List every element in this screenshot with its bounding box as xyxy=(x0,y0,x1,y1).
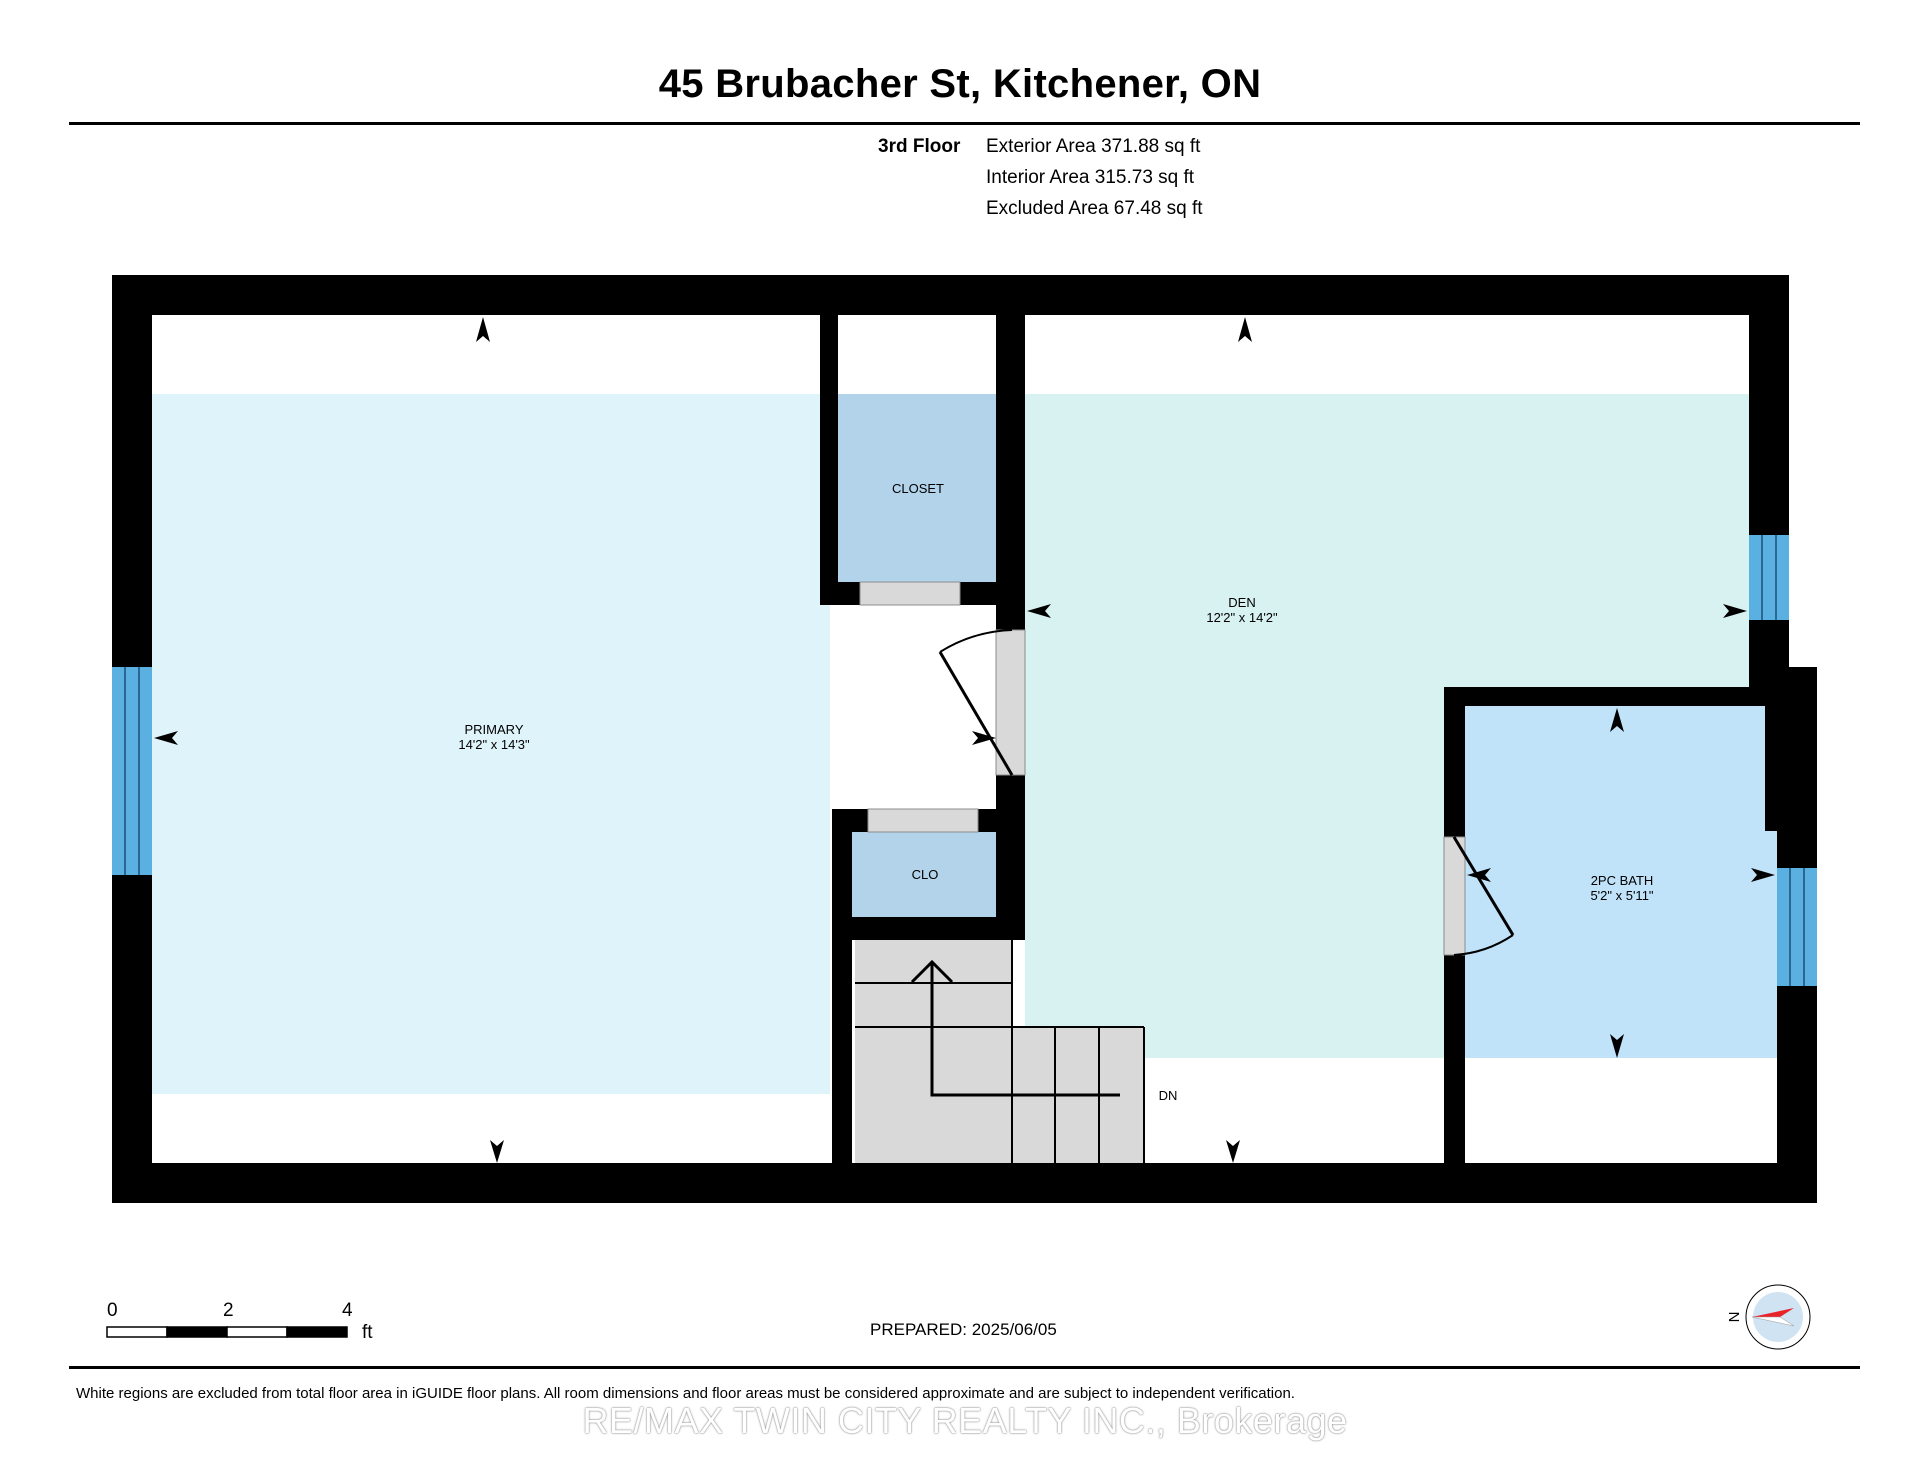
closet-door xyxy=(859,581,961,606)
brokerage-watermark: RE/MAX TWIN CITY REALTY INC., Brokerage xyxy=(580,1400,1350,1442)
bath-dims: 5'2" x 5'11" xyxy=(1590,888,1653,903)
clo-name: CLO xyxy=(912,867,939,882)
door-primary-den xyxy=(938,629,1026,776)
footer-divider xyxy=(69,1366,1860,1369)
den-name: DEN xyxy=(1228,595,1255,610)
scale-bar xyxy=(106,1326,348,1338)
scale-tick-4: 4 xyxy=(342,1300,353,1321)
window-primary-west xyxy=(112,667,152,875)
scale-tick-2: 2 xyxy=(223,1300,234,1321)
primary-dims: 14'2" x 14'3" xyxy=(458,737,530,752)
prepared-date: PREPARED: 2025/06/05 xyxy=(870,1320,1057,1339)
disclaimer: White regions are excluded from total fl… xyxy=(76,1385,1295,1402)
bath-room-fill xyxy=(1465,706,1777,1058)
closet-fill xyxy=(838,394,996,582)
walls xyxy=(112,275,1817,1203)
door-den-bath xyxy=(1443,836,1515,956)
clo-fill xyxy=(852,832,996,917)
exterior-area: Exterior Area 371.88 sq ft xyxy=(986,136,1201,157)
den-dims: 12'2" x 14'2" xyxy=(1206,610,1278,625)
interior-area: Interior Area 315.73 sq ft xyxy=(986,167,1195,188)
stair-direction-arrow xyxy=(910,959,1120,1097)
plan-title: 45 Brubacher St, Kitchener, ON xyxy=(658,62,1262,106)
primary-room-fill xyxy=(152,394,830,1094)
staircase xyxy=(855,940,1145,1165)
window-den-east xyxy=(1749,535,1789,620)
window-bath-east xyxy=(1777,868,1817,986)
scale-unit: ft xyxy=(362,1322,373,1343)
bath-name: 2PC BATH xyxy=(1591,873,1654,888)
closet-name: CLOSET xyxy=(892,481,944,496)
floor-plan: PRIMARY 14'2" x 14'3" CLOSET CLO DEN 12'… xyxy=(112,275,1817,1203)
clo-door xyxy=(867,808,979,833)
compass-icon: N xyxy=(1726,1284,1811,1350)
primary-name: PRIMARY xyxy=(465,722,524,737)
compass-label: N xyxy=(1726,1312,1743,1323)
stairs-label: DN xyxy=(1159,1088,1178,1103)
dimension-arrows xyxy=(154,317,1775,1163)
floor-name: 3rd Floor xyxy=(878,136,961,157)
scale-tick-0: 0 xyxy=(107,1300,118,1321)
header-divider xyxy=(69,122,1860,125)
excluded-area: Excluded Area 67.48 sq ft xyxy=(986,198,1203,219)
